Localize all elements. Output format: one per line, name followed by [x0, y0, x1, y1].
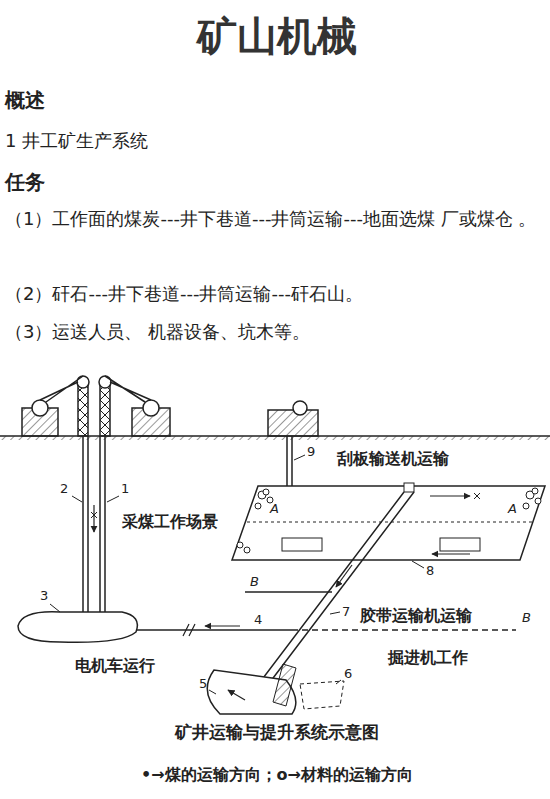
winch-drum: [293, 401, 307, 415]
flow-arrow: [228, 690, 245, 700]
roadheader: [273, 664, 296, 706]
flow-arrow: [205, 625, 240, 626]
haulage-roadway-dashed: [292, 629, 516, 631]
winch-house: [268, 410, 318, 436]
page-title: 矿山机械: [2, 12, 550, 60]
sheave-wheel: [99, 376, 111, 388]
callout-number: B: [522, 610, 531, 626]
leader-line: [72, 496, 82, 502]
legend-text: •→煤的运输方向；o→材料的运输方向: [2, 765, 550, 784]
callout-number: 3: [40, 588, 48, 604]
equipment-box: [440, 538, 480, 551]
roadway-b: [245, 591, 332, 593]
leader-line: [336, 680, 341, 684]
winch-drum: [143, 400, 159, 416]
flow-marker: [91, 512, 97, 518]
part-label: 掘进机工作: [388, 648, 468, 667]
section-heading: 概述: [5, 88, 45, 112]
flow-arrow: [93, 505, 94, 532]
task-text: （1）工作面的煤炭---井下巷道---井筒运输---地面选煤 厂或煤仓 。: [5, 203, 545, 235]
callout-number: 6: [344, 666, 352, 682]
part-label: 刮板输送机运输: [337, 449, 449, 468]
leader-line: [294, 455, 305, 460]
callout-number: B: [250, 574, 259, 590]
coal-face-band: [232, 486, 545, 560]
figure-caption: 矿井运输与提升系统示意图: [2, 722, 550, 742]
section-heading: 任务: [5, 170, 45, 194]
shaft-2: [83, 436, 88, 626]
callout-number: 1: [121, 481, 129, 497]
leader-line: [330, 612, 340, 614]
break-mark: [183, 624, 195, 636]
part-label: 采煤工作场景: [122, 512, 218, 531]
part-label: 胶带运输机运输: [360, 606, 472, 625]
part-label: 电机车运行: [75, 656, 155, 675]
callout-number: 2: [60, 481, 68, 497]
hoist-rope: [105, 376, 151, 402]
callout-number: A: [270, 501, 279, 517]
task-text: （2）矸石---井下巷道---井筒运输---矸石山。: [5, 283, 363, 305]
callout-number: 5: [199, 676, 207, 692]
callout-number: A: [508, 501, 517, 517]
task-text: （3）运送人员、 机器设备、坑木等。: [5, 321, 310, 343]
flow-arrow: [336, 565, 352, 587]
callout-number: 7: [342, 604, 350, 620]
leader-line: [412, 561, 424, 568]
leader-line: [50, 604, 60, 612]
haulage-roadway: [136, 629, 292, 631]
hoist-rope: [40, 376, 83, 402]
leader-line: [209, 690, 216, 694]
coal-face-line: [247, 522, 532, 523]
callout-number: 4: [254, 612, 262, 628]
section-subheading: 1 井工矿生产系统: [5, 130, 148, 152]
shaft-bottom: [18, 612, 137, 643]
equipment-box: [282, 538, 322, 551]
heading-outline: [300, 681, 344, 709]
flow-arrow: [430, 495, 470, 496]
callout-number: 9: [307, 444, 315, 460]
callout-number: 8: [426, 563, 434, 579]
flow-marker: [474, 493, 480, 499]
transfer-point: [404, 483, 414, 492]
winch-drum: [32, 400, 48, 416]
shaft-1: [100, 436, 105, 626]
rubble: [237, 488, 541, 553]
flow-arrow: [432, 553, 470, 554]
leader-line: [107, 496, 119, 502]
sheave-wheel: [77, 376, 89, 388]
